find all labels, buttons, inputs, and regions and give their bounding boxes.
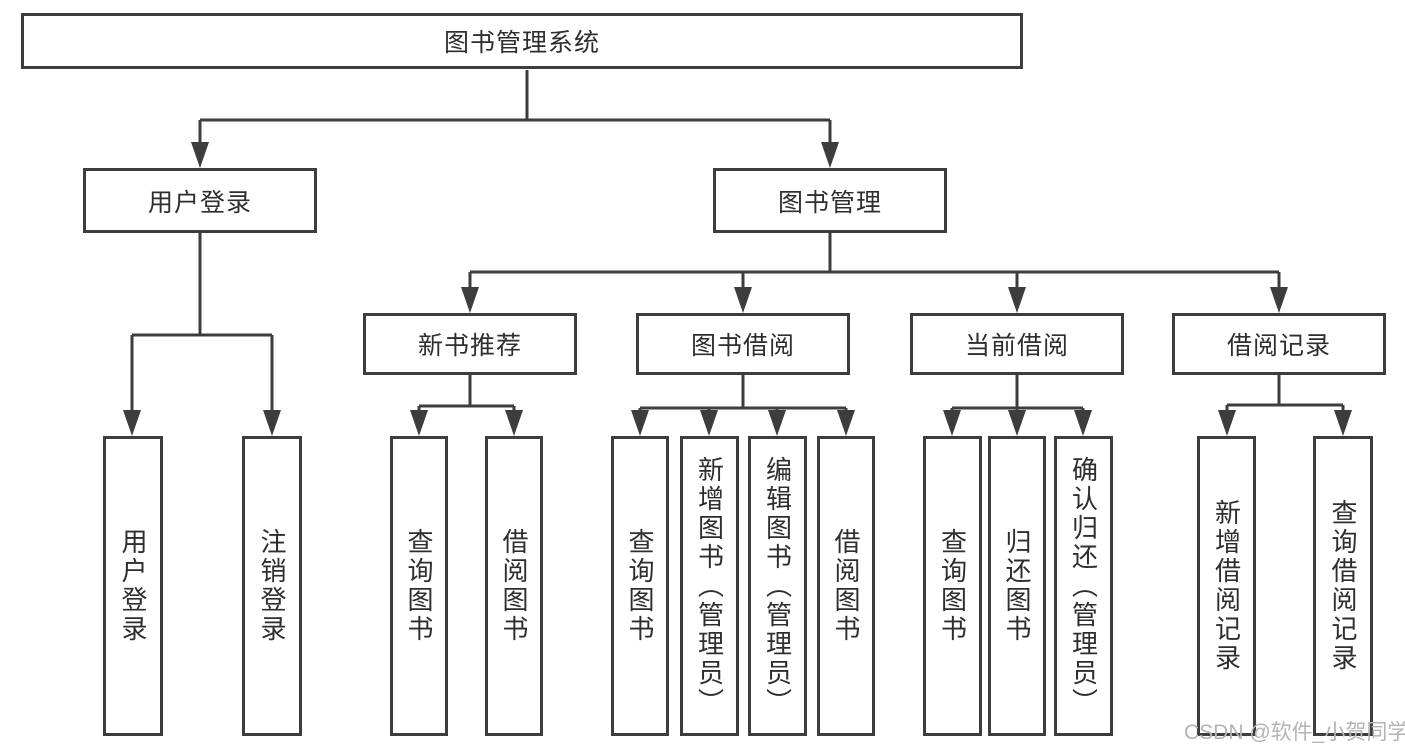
- leaf-borrow-books-borrowing: 借阅图书: [817, 436, 875, 736]
- connector-borrowing-records-branch: [1218, 375, 1352, 436]
- leaf-edit-book-admin: 编辑图书（管理员）: [748, 436, 807, 736]
- connector-book-borrowing-branch: [631, 375, 855, 436]
- connector-current-borrowing-branch: [943, 375, 1092, 436]
- leaf-label: 查询图书: [625, 528, 655, 644]
- connector-book-management-branch: [461, 233, 1288, 313]
- node-current-borrowing: 当前借阅: [910, 313, 1124, 375]
- leaf-user-login: 用户登录: [103, 436, 163, 736]
- node-label: 当前借阅: [964, 332, 1069, 360]
- node-new-book-recommendation: 新书推荐: [363, 313, 577, 375]
- node-label: 借阅记录: [1226, 332, 1331, 360]
- leaf-label: 查询图书: [404, 528, 434, 644]
- leaf-query-borrow-record: 查询借阅记录: [1313, 436, 1373, 736]
- csdn-watermark: CSDN @软件_小贺同学: [1184, 721, 1405, 744]
- connector-root-to-level2: [191, 70, 839, 168]
- leaf-label: 用户登录: [118, 528, 148, 644]
- node-library-management-system: 图书管理系统: [21, 13, 1023, 69]
- leaf-label: 注销登录: [257, 528, 287, 644]
- node-book-management: 图书管理: [713, 168, 947, 233]
- node-label: 图书管理系统: [443, 29, 600, 57]
- leaf-logout: 注销登录: [242, 436, 302, 736]
- leaf-label: 新增借阅记录: [1211, 499, 1242, 673]
- leaf-label: 借阅图书: [831, 528, 861, 644]
- leaf-query-books-current: 查询图书: [923, 436, 982, 736]
- node-label: 图书管理: [777, 188, 882, 217]
- leaf-query-books-recommendation: 查询图书: [390, 436, 448, 736]
- leaf-confirm-return-admin: 确认归还（管理员）: [1054, 436, 1113, 736]
- node-borrowing-records: 借阅记录: [1172, 313, 1386, 375]
- leaf-label: 新增图书（管理员）: [694, 455, 725, 717]
- node-label: 用户登录: [147, 188, 252, 217]
- leaf-return-books: 归还图书: [988, 436, 1046, 736]
- node-label: 新书推荐: [417, 332, 522, 360]
- leaf-label: 借阅图书: [499, 528, 529, 644]
- leaf-query-books-borrowing: 查询图书: [611, 436, 669, 736]
- leaf-label: 确认归还（管理员）: [1068, 455, 1099, 717]
- leaf-label: 查询借阅记录: [1328, 499, 1358, 673]
- leaf-borrow-books-recommendation: 借阅图书: [485, 436, 543, 736]
- connector-new-book-recommendation-branch: [410, 375, 523, 436]
- leaf-label: 查询图书: [937, 528, 968, 644]
- leaf-label: 编辑图书（管理员）: [762, 455, 793, 717]
- connector-user-login-branch: [123, 233, 281, 436]
- node-user-login: 用户登录: [83, 168, 317, 233]
- leaf-label: 归还图书: [1002, 528, 1032, 644]
- node-book-borrowing: 图书借阅: [636, 313, 850, 375]
- leaf-add-book-admin: 新增图书（管理员）: [680, 436, 739, 736]
- leaf-add-borrow-record: 新增借阅记录: [1197, 436, 1256, 736]
- node-label: 图书借阅: [690, 332, 795, 360]
